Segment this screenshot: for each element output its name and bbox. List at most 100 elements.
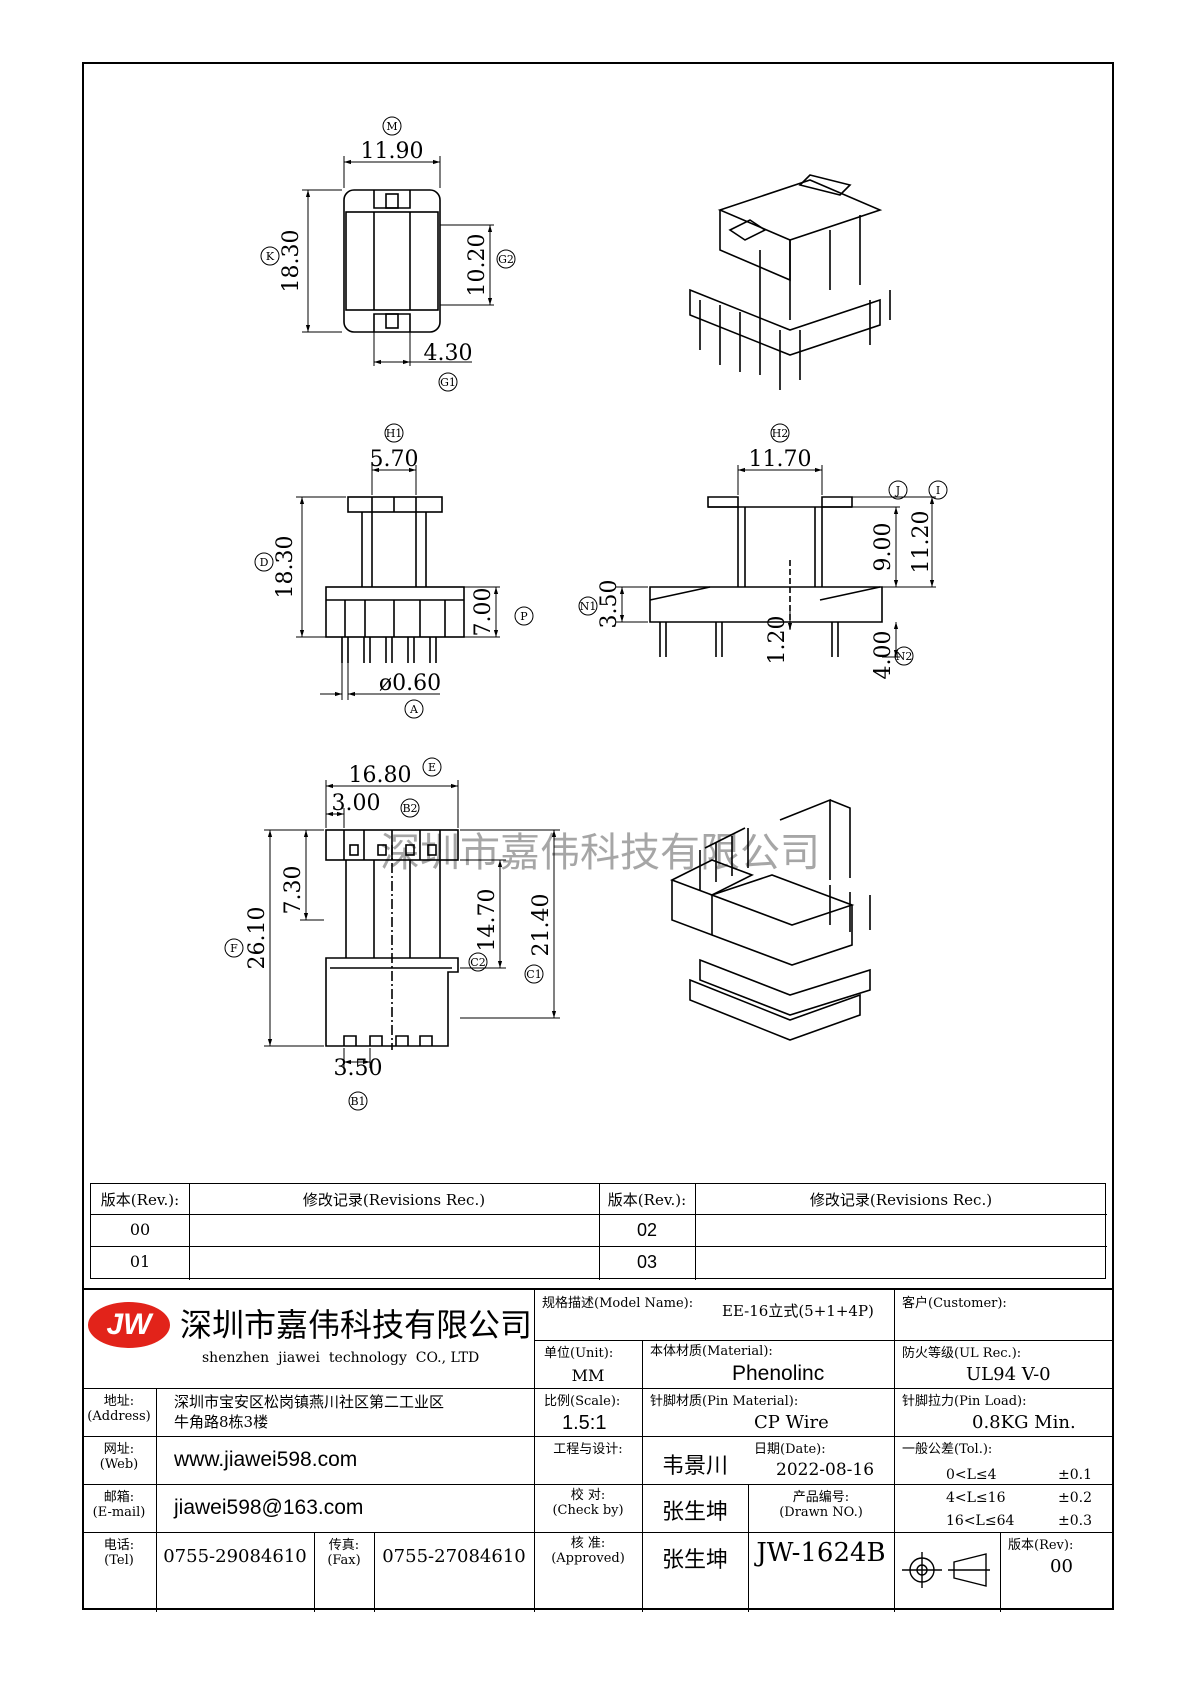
revision-table: 版本(Rev.): 修改记录(Revisions Rec.) 版本(Rev.):…: [90, 1183, 1107, 1280]
unit-label: 单位(Unit):: [544, 1346, 614, 1361]
svg-text:P: P: [520, 610, 528, 623]
marker-K: K: [260, 246, 280, 266]
isometric-view-top: [689, 174, 891, 390]
drawing-frame: [82, 62, 1114, 1610]
marker-B2: B2: [400, 798, 420, 818]
company-logo: JW: [88, 1302, 170, 1348]
dim-G1: 4.30: [424, 341, 473, 366]
tolerance-label: 一般公差(Tol.):: [902, 1442, 993, 1457]
marker-J: J: [888, 480, 908, 500]
dim-E: 16.80: [349, 763, 412, 788]
marker-P: P: [514, 606, 534, 626]
bottom-view-dimensions: [264, 780, 560, 1068]
svg-text:B2: B2: [402, 802, 417, 815]
dim-D: 18.30: [273, 536, 298, 599]
rev-row-left: 01: [129, 1252, 151, 1271]
dim-C1: 21.40: [529, 894, 554, 957]
svg-text:E: E: [428, 761, 436, 774]
address-text: 深圳市宝安区松岗镇燕川社区第二工业区牛角路8栋3楼: [174, 1393, 445, 1431]
tel-value: 0755-29084610: [163, 1546, 307, 1567]
rev-label: 版本(Rev):: [1008, 1538, 1074, 1553]
top-view: [343, 189, 441, 333]
title-block: JW 深圳市嘉伟科技有限公司 shenzhen jiawei technolog…: [82, 1288, 1114, 1612]
check-label: 校 对:(Check by): [552, 1488, 624, 1518]
marker-D: D: [254, 552, 274, 572]
address-label: 地址:(Address): [87, 1394, 151, 1424]
svg-text:B1: B1: [350, 1095, 365, 1108]
dimension-markers: M K G2 G1 H1 D P A H2 J I N1 N2 E B2 F C…: [224, 116, 948, 1111]
material-value: Phenolinc: [732, 1362, 825, 1385]
dim-H2: 11.70: [749, 447, 812, 472]
dim-B: 7.30: [281, 866, 306, 915]
dim-C2: 14.70: [475, 889, 500, 952]
marker-G1: G1: [438, 372, 458, 392]
dim-I: 11.20: [909, 511, 934, 574]
svg-text:N2: N2: [896, 650, 913, 663]
rec-header-left: 修改记录(Revisions Rec.): [302, 1191, 486, 1209]
tolerance-table: 0<L≤4±0.1 4<L≤16±0.2 16<L≤64±0.3: [946, 1467, 1092, 1529]
web-label: 网址:(Web): [99, 1442, 139, 1472]
approver: 张生坤: [661, 1548, 728, 1573]
pin-load-value: 0.8KG Min.: [972, 1412, 1076, 1433]
rev-header-left: 版本(Rev.):: [100, 1191, 180, 1209]
marker-I: I: [928, 480, 948, 500]
svg-text:H2: H2: [772, 427, 789, 440]
side-view: [649, 496, 883, 657]
date-value: 2022-08-16: [776, 1460, 875, 1480]
model-label: 规格描述(Model Name):: [542, 1296, 694, 1311]
company-name-en: shenzhen jiawei technology CO., LTD: [202, 1350, 480, 1366]
dim-B2: 3.00: [332, 791, 381, 816]
front-view: [325, 496, 465, 663]
marker-N1: N1: [578, 596, 598, 616]
svg-text:J: J: [895, 484, 900, 497]
dim-P: 7.00: [471, 588, 496, 637]
email-link[interactable]: jiawei598@163.com: [174, 1496, 364, 1519]
drawing-number: JW-1624B: [756, 1538, 886, 1568]
rev-row-right: 03: [636, 1252, 658, 1272]
designer: 韦景川: [661, 1454, 728, 1479]
dim-J: 9.00: [871, 523, 896, 572]
marker-F: F: [224, 938, 244, 958]
top-view-dimensions: [302, 156, 494, 366]
rev-row-left: 00: [129, 1220, 151, 1239]
marker-E: E: [422, 757, 442, 777]
company-name-cn: 深圳市嘉伟科技有限公司: [180, 1306, 533, 1344]
dim-K: 18.30: [279, 230, 304, 293]
pin-material-label: 针脚材质(Pin Material):: [650, 1394, 799, 1409]
design-label: 工程与设计:: [553, 1442, 623, 1457]
svg-text:N1: N1: [580, 600, 597, 613]
marker-A: A: [404, 699, 424, 719]
unit-value: MM: [571, 1366, 605, 1385]
dim-A: ø0.60: [379, 671, 441, 696]
dim-B1: 3.50: [334, 1056, 383, 1081]
fax-value: 0755-27084610: [382, 1546, 526, 1567]
marker-H2: H2: [770, 423, 790, 443]
bottom-view: [325, 829, 459, 1050]
marker-B1: B1: [348, 1091, 368, 1111]
email-label: 邮箱:(E-mail): [92, 1490, 146, 1520]
material-label: 本体材质(Material):: [650, 1344, 773, 1359]
ul-label: 防火等级(UL Rec.):: [902, 1346, 1022, 1361]
rec-header-right: 修改记录(Revisions Rec.): [809, 1191, 993, 1209]
svg-text:G1: G1: [440, 376, 456, 389]
rev-value: 00: [1050, 1556, 1073, 1577]
svg-text:A: A: [409, 703, 419, 716]
dimension-labels: 11.90 18.30 10.20 4.30 5.70 18.30 7.00 ø…: [245, 139, 934, 1081]
isometric-view-bottom: [670, 798, 871, 1041]
scale-value: 1.5:1: [562, 1412, 607, 1434]
dim-N1: 3.50: [597, 580, 622, 629]
approve-label: 核 准:(Approved): [551, 1536, 625, 1566]
ul-value: UL94 V-0: [966, 1364, 1051, 1385]
marker-G2: G2: [496, 249, 516, 269]
date-label: 日期(Date):: [754, 1442, 826, 1457]
svg-text:C2: C2: [470, 956, 485, 969]
front-view-dimensions: [296, 465, 500, 700]
svg-text:C1: C1: [526, 968, 541, 981]
model-name: EE-16立式(5+1+4P): [722, 1302, 874, 1320]
dim-M: 11.90: [361, 139, 424, 164]
dim-N1b: 1.20: [765, 616, 790, 665]
side-view-dimensions: [616, 465, 936, 658]
web-link[interactable]: www.jiawei598.com: [174, 1448, 358, 1471]
technical-drawing: 11.90 18.30 10.20 4.30 5.70 18.30 7.00 ø…: [224, 116, 948, 1111]
rev-header-right: 版本(Rev.):: [607, 1191, 687, 1209]
